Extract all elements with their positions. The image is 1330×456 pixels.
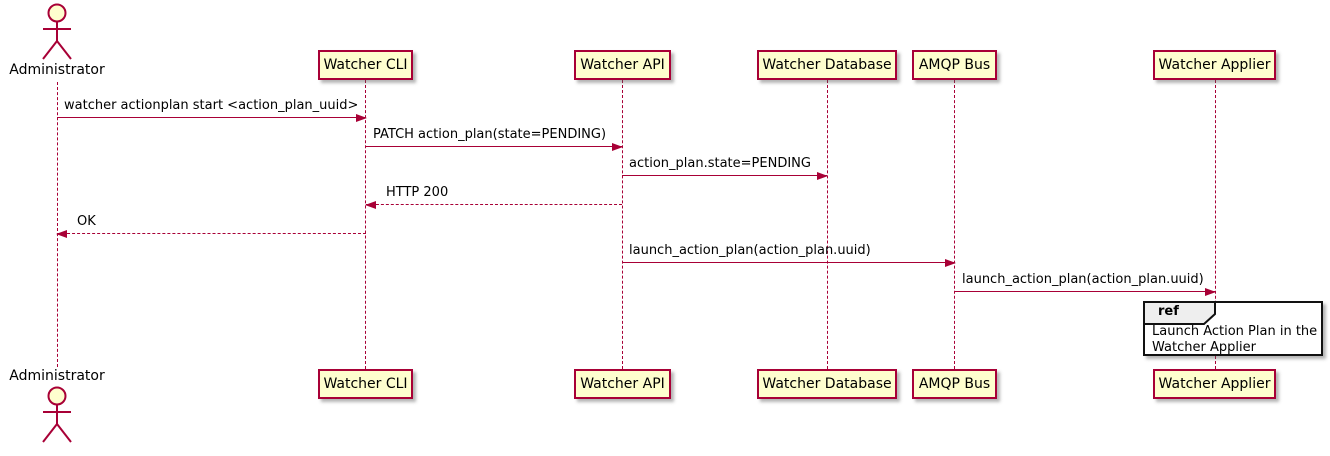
ref-text: Launch Action Plan in the Watcher Applie… <box>1152 324 1317 356</box>
message-label: launch_action_plan(action_plan.uuid) <box>629 243 871 258</box>
participant-watcher-cli-bottom: Watcher CLI <box>318 369 413 399</box>
actor-administrator-bottom <box>35 386 79 450</box>
message-launch-action-plan-applier: launch_action_plan(action_plan.uuid) <box>955 272 1216 296</box>
message-http-200: HTTP 200 <box>365 185 622 209</box>
message-line <box>955 287 1216 296</box>
arrowhead-icon <box>612 142 623 151</box>
arrowhead-icon <box>945 258 956 267</box>
participant-amqp-bus-top: AMQP Bus <box>912 50 997 80</box>
participant-watcher-applier-top: Watcher Applier <box>1153 50 1276 80</box>
message-db-state-pending: action_plan.state=PENDING <box>622 156 828 180</box>
lifeline-amqp-bus <box>954 80 955 369</box>
participant-watcher-database-top: Watcher Database <box>757 50 897 80</box>
arrowhead-icon <box>56 229 67 238</box>
arrowhead-icon <box>817 171 828 180</box>
message-line <box>622 171 828 180</box>
ref-header-pentagon-icon <box>1143 301 1216 325</box>
lifeline-watcher-api <box>622 80 623 369</box>
ref-keyword: ref <box>1158 304 1179 319</box>
message-line <box>56 229 366 238</box>
message-label: OK <box>77 214 96 229</box>
arrowhead-icon <box>1205 287 1216 296</box>
message-line <box>365 200 622 209</box>
message-launch-action-plan-amqp: launch_action_plan(action_plan.uuid) <box>622 243 956 267</box>
participant-watcher-cli-top: Watcher CLI <box>318 50 413 80</box>
participant-watcher-api-top: Watcher API <box>574 50 671 80</box>
ref-fragment: ref Launch Action Plan in the Watcher Ap… <box>1143 301 1323 356</box>
participant-watcher-database-bottom: Watcher Database <box>757 369 897 399</box>
message-label: action_plan.state=PENDING <box>629 156 811 171</box>
participant-watcher-applier-bottom: Watcher Applier <box>1153 369 1276 399</box>
message-start-actionplan: watcher actionplan start <action_plan_uu… <box>57 98 367 122</box>
actor-icon <box>42 3 72 60</box>
lifeline-administrator <box>57 82 58 367</box>
actor-administrator-top <box>35 3 79 67</box>
message-line <box>57 113 367 122</box>
participant-watcher-api-bottom: Watcher API <box>574 369 671 399</box>
ref-text-line: Launch Action Plan in the <box>1152 324 1318 339</box>
ref-text-line: Watcher Applier <box>1152 340 1256 355</box>
message-label: PATCH action_plan(state=PENDING) <box>373 127 607 142</box>
arrowhead-icon <box>365 200 376 209</box>
message-label: HTTP 200 <box>386 185 449 200</box>
actor-label-top: Administrator <box>9 62 105 78</box>
lifeline-watcher-applier <box>1215 80 1216 369</box>
lifeline-watcher-cli <box>365 80 366 369</box>
message-line <box>622 258 956 267</box>
actor-label-bottom: Administrator <box>9 368 105 384</box>
message-label: watcher actionplan start <action_plan_uu… <box>64 98 359 113</box>
message-label: launch_action_plan(action_plan.uuid) <box>962 272 1204 287</box>
message-ok: OK <box>56 214 366 238</box>
message-line <box>366 142 623 151</box>
arrowhead-icon <box>356 113 367 122</box>
actor-icon <box>42 386 72 443</box>
participant-amqp-bus-bottom: AMQP Bus <box>912 369 997 399</box>
lifeline-watcher-database <box>827 80 828 369</box>
message-patch-action-plan: PATCH action_plan(state=PENDING) <box>366 127 623 151</box>
